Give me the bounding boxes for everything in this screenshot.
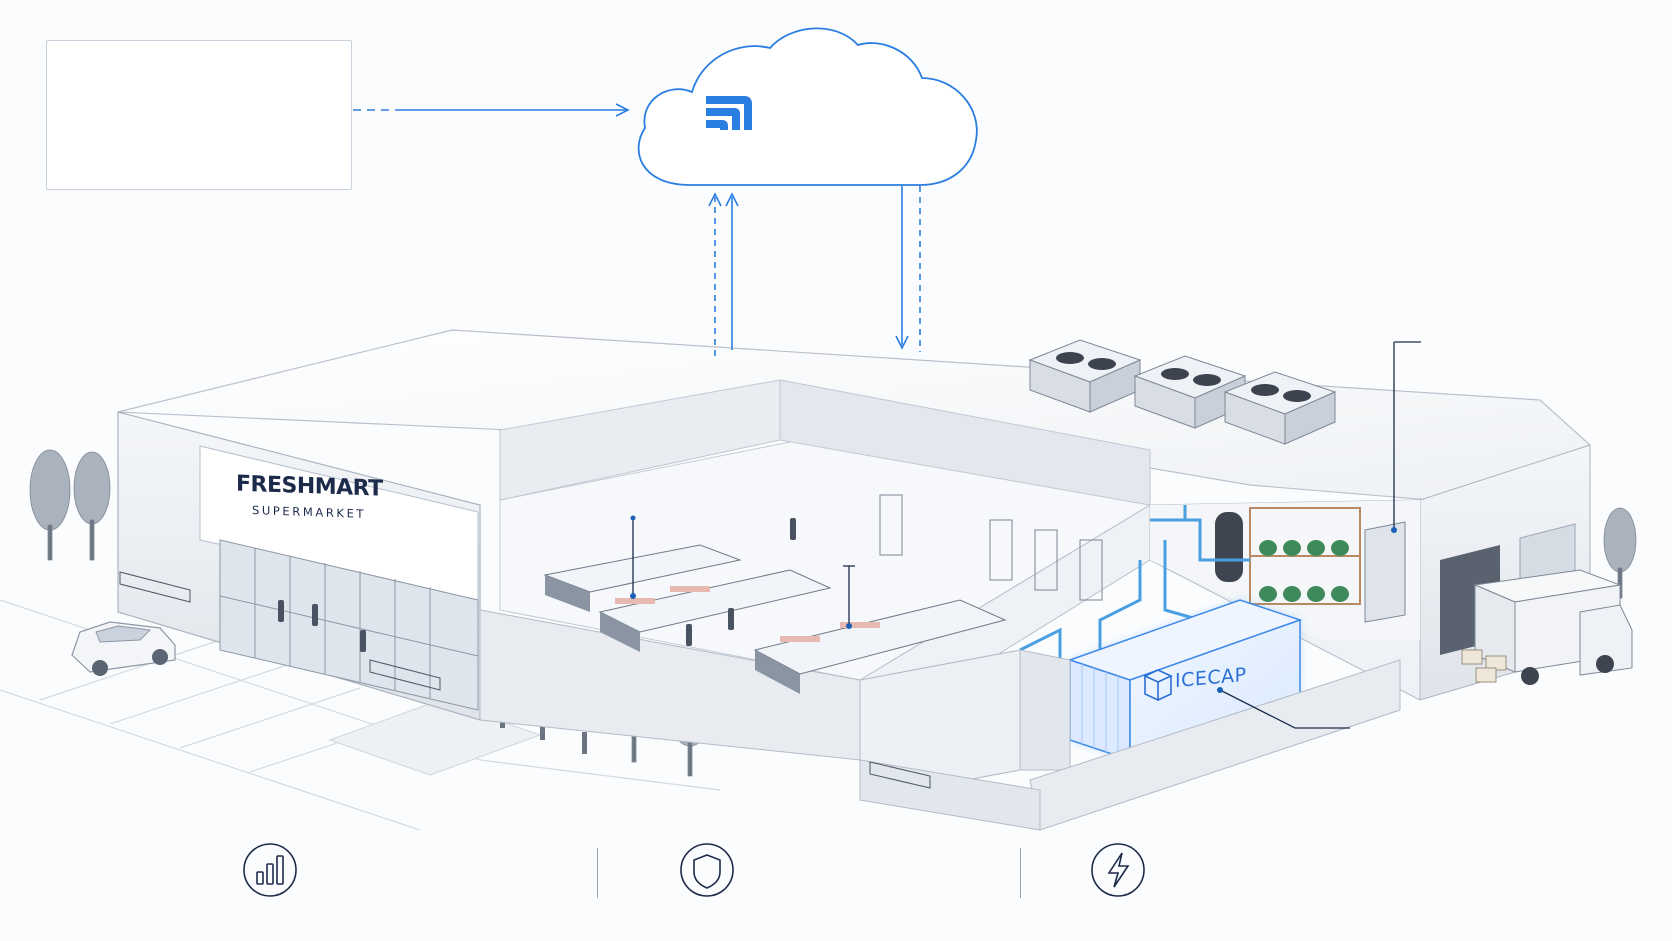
parked-car (71, 621, 176, 676)
lightning-bolt-icon (1091, 843, 1145, 897)
bar-chart-icon (243, 843, 297, 897)
machine-room (1149, 499, 1421, 701)
shield-icon (680, 843, 734, 897)
shopping-carts (119, 571, 931, 789)
cloud-platform (637, 27, 978, 186)
data-flow-arrows (353, 103, 921, 356)
shoppers (278, 518, 796, 652)
weather-data-panel (46, 40, 352, 190)
delivery-truck (1473, 569, 1633, 685)
callout-dots (630, 515, 1397, 693)
store-name: FRESHMART (236, 471, 383, 502)
platform-logo-icon (706, 96, 752, 130)
cube-icon (1143, 669, 1173, 702)
storage-racks (879, 494, 1103, 601)
feature-divider (1020, 848, 1021, 898)
feature-divider (597, 848, 598, 898)
service-yard-walls (859, 649, 1401, 831)
pallets (1461, 649, 1507, 683)
compressors (1259, 540, 1349, 602)
refrigerated-display-cases (543, 544, 1007, 694)
rooftop-condensers (1028, 339, 1337, 445)
callout-lines (632, 341, 1421, 729)
